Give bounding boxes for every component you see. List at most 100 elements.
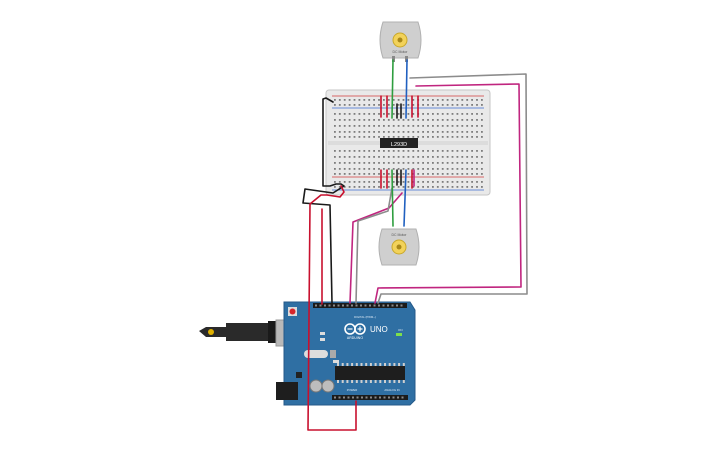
hole (471, 99, 473, 101)
hole (374, 396, 377, 399)
crystal (304, 350, 328, 358)
hole (417, 181, 420, 183)
hole (392, 104, 395, 106)
hole (461, 136, 464, 138)
hole (481, 119, 483, 121)
hole (481, 181, 483, 183)
hole (407, 173, 410, 175)
power-led-icon (396, 333, 402, 336)
hole (427, 186, 429, 188)
hole (436, 119, 439, 121)
hole (348, 113, 351, 115)
hole (387, 168, 390, 170)
hole (343, 168, 346, 170)
hole (427, 150, 429, 152)
hole (351, 380, 354, 383)
hole (387, 181, 390, 183)
hole (441, 186, 444, 188)
hole (402, 363, 405, 366)
hole (348, 125, 351, 127)
hole (402, 150, 405, 152)
hole (343, 150, 346, 152)
hole (392, 125, 395, 127)
hole (436, 104, 439, 106)
hole (451, 125, 454, 127)
hole (422, 136, 424, 138)
motor-top[interactable]: DC Motor (379, 21, 422, 62)
hole (379, 396, 381, 399)
wire-green (391, 169, 394, 227)
hole (358, 186, 361, 188)
hole (373, 173, 375, 175)
hole (364, 304, 367, 307)
hole (392, 396, 395, 399)
hole (392, 156, 395, 158)
wires[interactable] (302, 59, 528, 431)
hole (417, 186, 420, 188)
hole (378, 113, 380, 115)
hole (417, 168, 420, 170)
hole (466, 150, 469, 152)
hole (471, 156, 473, 158)
analog-header-label: ANALOG IN (384, 388, 399, 392)
hole (338, 104, 341, 106)
hole (481, 136, 483, 138)
motor-bottom[interactable]: DC Motor (378, 228, 420, 266)
hole (476, 173, 478, 175)
hole (412, 119, 415, 121)
hole (341, 380, 344, 383)
hole (368, 125, 371, 127)
hole (387, 156, 390, 158)
hole (353, 125, 356, 127)
hole (383, 136, 385, 138)
hole (338, 125, 341, 127)
hole (387, 99, 390, 101)
hole (427, 119, 429, 121)
hole (422, 125, 424, 127)
hole (398, 380, 401, 383)
hole (353, 99, 356, 101)
hole (441, 173, 444, 175)
hole (358, 113, 361, 115)
hole (446, 168, 449, 170)
hole (353, 173, 356, 175)
hole (383, 125, 385, 127)
hole (373, 186, 375, 188)
hole (461, 119, 464, 121)
hole (379, 363, 382, 366)
hole (368, 181, 371, 183)
wire-grey (355, 187, 393, 304)
hole (358, 156, 361, 158)
hole (392, 99, 395, 101)
hole (422, 104, 424, 106)
hole (373, 113, 375, 115)
hole (387, 113, 390, 115)
hole (466, 156, 469, 158)
hole (446, 125, 449, 127)
hole (348, 136, 351, 138)
driver-chip[interactable]: L293D (380, 138, 418, 148)
hole (436, 173, 439, 175)
hole (361, 396, 363, 399)
hole (384, 363, 386, 366)
hole (456, 168, 459, 170)
hole (378, 168, 380, 170)
hole (397, 136, 400, 138)
reset-button[interactable] (289, 308, 296, 315)
hole (348, 156, 351, 158)
hole (387, 125, 390, 127)
hole (451, 131, 454, 133)
hole (373, 162, 375, 164)
hole (392, 186, 395, 188)
hole (373, 99, 375, 101)
arduino-uno[interactable]: UNO ARDUINO DIGITAL (PWM~) POWER ANALOG … (199, 301, 416, 406)
hole (378, 125, 380, 127)
hole (397, 125, 400, 127)
hole (427, 125, 429, 127)
hole (427, 162, 429, 164)
hole (466, 186, 469, 188)
hole (407, 186, 410, 188)
hole (393, 363, 396, 366)
hole (456, 119, 459, 121)
